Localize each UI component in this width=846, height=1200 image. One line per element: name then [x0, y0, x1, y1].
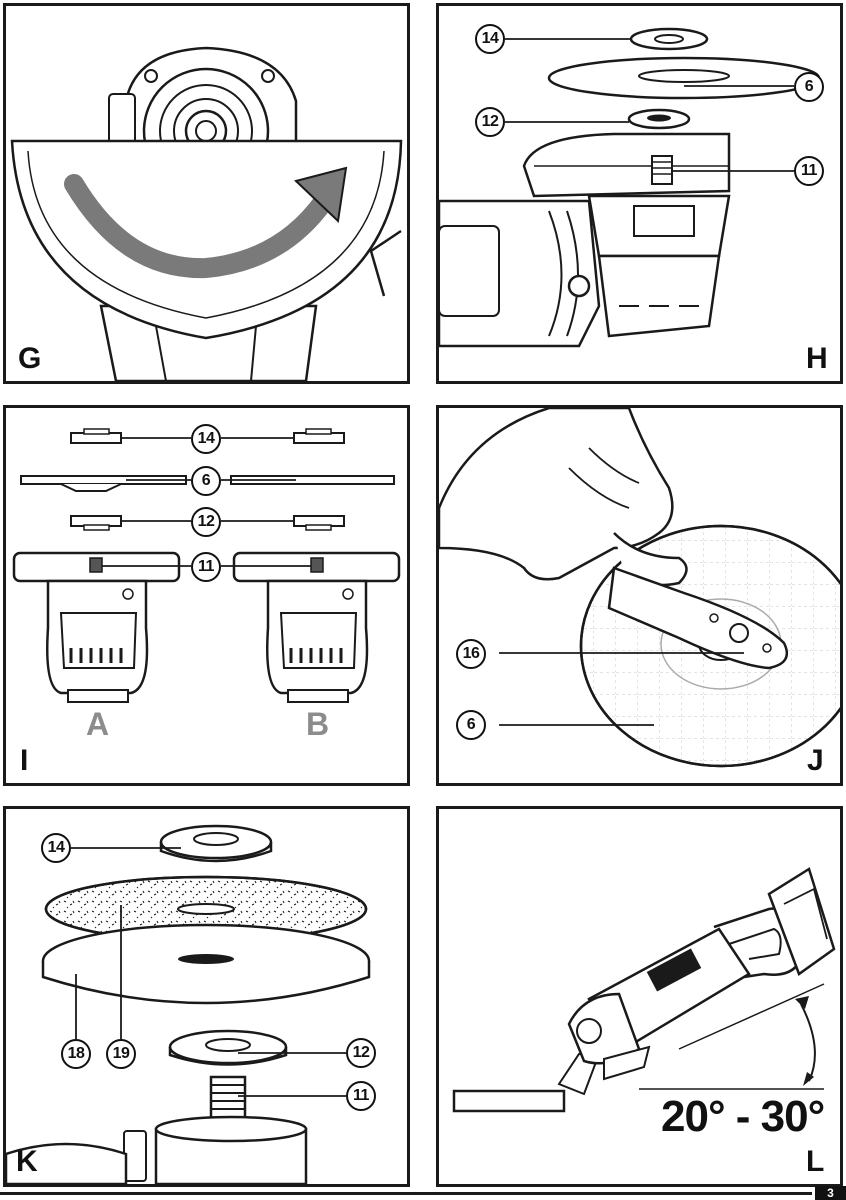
panel-g: G — [3, 3, 410, 384]
panel-label-g: G — [18, 342, 42, 375]
panel-label-k: K — [16, 1145, 38, 1178]
flange-orientation-comparison — [12, 428, 401, 703]
grinder-rotation-illustration — [10, 46, 403, 381]
callout-inner-flange: 12 — [475, 107, 505, 137]
callout-spindle: 11 — [346, 1081, 376, 1111]
callout-disc: 6 — [191, 466, 221, 496]
panel-i: 14 6 12 11 A B I — [3, 405, 410, 786]
callout-sanding-disc: 19 — [106, 1039, 136, 1069]
grinding-angle-illustration — [452, 867, 836, 1113]
panel-j: 16 6 J — [436, 405, 843, 786]
panel-l: 20° - 30° L — [436, 806, 843, 1187]
variant-label-b: B — [306, 706, 330, 742]
panel-h: 14 6 12 11 H — [436, 3, 843, 384]
panel-label-i: I — [20, 744, 29, 777]
variant-label-a: A — [86, 706, 110, 742]
callout-spindle: 11 — [794, 156, 824, 186]
callout-inner-flange: 12 — [346, 1038, 376, 1068]
callout-inner-flange: 12 — [191, 507, 221, 537]
callout-outer-flange: 14 — [191, 424, 221, 454]
panel-label-l: L — [806, 1145, 825, 1178]
callout-disc: 6 — [794, 72, 824, 102]
panel-label-j: J — [807, 744, 824, 777]
callout-spanner: 16 — [456, 639, 486, 669]
callout-spindle: 11 — [191, 552, 221, 582]
flange-assembly-exploded — [439, 27, 821, 348]
sanding-disc-assembly — [6, 824, 371, 1184]
page-number: 3 — [815, 1186, 846, 1200]
callout-backing-pad: 18 — [61, 1039, 91, 1069]
angle-range-label: 20° - 30° — [661, 1092, 825, 1141]
callout-disc: 6 — [456, 710, 486, 740]
footer-rule — [0, 1192, 812, 1195]
callout-outer-flange: 14 — [475, 24, 505, 54]
spanner-tightening-illustration — [439, 408, 840, 768]
callout-outer-flange: 14 — [41, 833, 71, 863]
panel-label-h: H — [806, 342, 828, 375]
panel-k: 14 19 18 12 11 K — [3, 806, 410, 1187]
